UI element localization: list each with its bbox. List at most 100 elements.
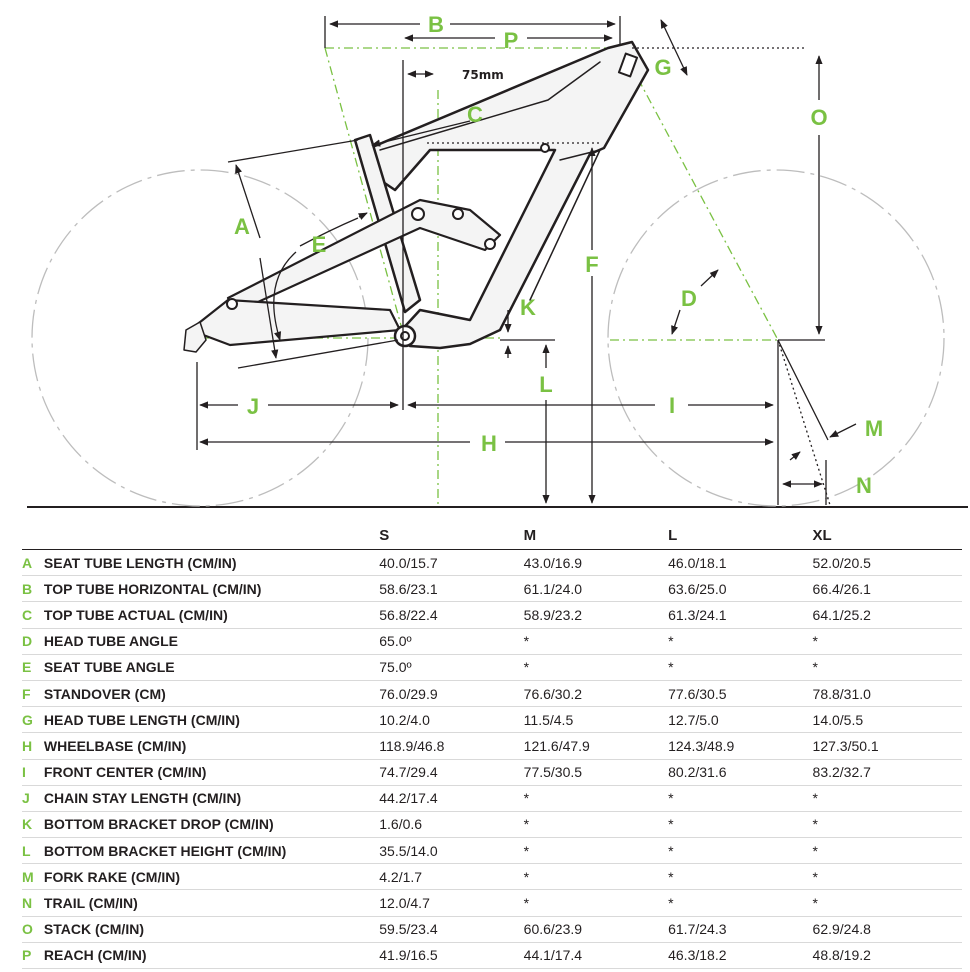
value-size-l: 80.2/31.6 xyxy=(668,759,813,786)
value-size-s: 76.0/29.9 xyxy=(379,680,524,708)
dim-label-o: O xyxy=(810,105,827,130)
value-size-m: 11.5/4.5 xyxy=(523,706,669,734)
value-size-xl: * xyxy=(812,811,962,839)
value-size-xl: * xyxy=(812,785,962,812)
value-size-l: 46.0/18.1 xyxy=(668,548,813,577)
row-measure-name: STANDOVER (CM) xyxy=(43,680,380,708)
value-size-l: * xyxy=(668,811,813,839)
row-letter: O xyxy=(22,916,44,943)
size-header-xl: XL xyxy=(812,527,832,544)
row-measure-name: TOP TUBE HORIZONTAL (CM/IN) xyxy=(43,575,380,603)
value-size-m: 43.0/16.9 xyxy=(523,548,669,577)
row-measure-name: STACK (CM/IN) xyxy=(43,916,380,943)
value-size-xl: * xyxy=(812,863,962,891)
value-size-s: 10.2/4.0 xyxy=(379,706,524,734)
value-size-m: * xyxy=(523,863,669,891)
value-size-m: 60.6/23.9 xyxy=(523,916,669,943)
row-measure-name: BOTTOM BRACKET DROP (CM/IN) xyxy=(43,811,380,839)
row-measure-name: TRAIL (CM/IN) xyxy=(43,889,380,917)
value-size-m: * xyxy=(523,889,669,917)
value-size-xl: 48.8/19.2 xyxy=(812,942,962,970)
size-header-l: L xyxy=(668,527,678,544)
dim-label-f: F xyxy=(585,252,598,277)
dimension-lines xyxy=(196,16,857,506)
value-size-l: * xyxy=(668,785,813,812)
value-size-l: * xyxy=(668,889,813,917)
value-size-l: 46.3/18.2 xyxy=(668,942,813,970)
value-size-s: 4.2/1.7 xyxy=(379,863,524,891)
dim-label-k: K xyxy=(520,295,536,320)
value-size-s: 59.5/23.4 xyxy=(379,916,524,943)
value-size-l: * xyxy=(668,654,813,681)
value-size-l: 63.6/25.0 xyxy=(668,575,813,603)
value-size-l: 12.7/5.0 xyxy=(668,706,813,734)
dim-label-m: M xyxy=(865,416,883,441)
value-size-xl: 62.9/24.8 xyxy=(812,916,962,943)
row-letter: P xyxy=(22,942,44,970)
row-measure-name: HEAD TUBE LENGTH (CM/IN) xyxy=(43,706,380,734)
row-letter: E xyxy=(22,654,44,681)
row-letter: K xyxy=(22,811,44,839)
row-measure-name: TOP TUBE ACTUAL (CM/IN) xyxy=(43,601,380,629)
dim-label-n: N xyxy=(856,473,872,498)
value-size-l: * xyxy=(668,628,813,655)
value-size-s: 12.0/4.7 xyxy=(379,889,524,917)
value-size-xl: * xyxy=(812,837,962,865)
dim-label-a: A xyxy=(234,214,250,239)
row-measure-name: SEAT TUBE ANGLE xyxy=(43,654,380,681)
value-size-m: * xyxy=(523,628,669,655)
dim-label-h: H xyxy=(481,431,497,456)
value-size-m: 121.6/47.9 xyxy=(523,732,669,760)
dim-label-d: D xyxy=(681,286,697,311)
value-size-s: 35.5/14.0 xyxy=(379,837,524,865)
bike-geometry-diagram: A B C D E F G H I J K L M N O P 75mm xyxy=(27,12,968,508)
value-size-m: 76.6/30.2 xyxy=(523,680,669,708)
row-letter: D xyxy=(22,628,44,655)
dim-label-g: G xyxy=(654,55,671,80)
value-size-s: 118.9/46.8 xyxy=(379,732,524,760)
value-size-s: 65.0º xyxy=(379,628,524,655)
value-size-l: * xyxy=(668,863,813,891)
row-letter: B xyxy=(22,575,44,603)
value-size-xl: 14.0/5.5 xyxy=(812,706,962,734)
value-size-xl: * xyxy=(812,628,962,655)
value-size-m: * xyxy=(523,654,669,681)
value-size-xl: * xyxy=(812,889,962,917)
front-wheel-outline xyxy=(607,169,945,507)
value-size-m: * xyxy=(523,811,669,839)
row-letter: A xyxy=(22,548,44,577)
row-measure-name: CHAIN STAY LENGTH (CM/IN) xyxy=(43,785,380,812)
size-header-s: S xyxy=(379,527,390,544)
dim-label-p: P xyxy=(504,28,519,53)
value-size-xl: 83.2/32.7 xyxy=(812,759,962,786)
row-measure-name: HEAD TUBE ANGLE xyxy=(43,628,380,655)
value-size-m: * xyxy=(523,785,669,812)
dim-label-i: I xyxy=(669,393,675,418)
value-size-m: 44.1/17.4 xyxy=(523,942,669,970)
value-size-m: 77.5/30.5 xyxy=(523,759,669,786)
value-size-m: * xyxy=(523,837,669,865)
row-letter: C xyxy=(22,601,44,629)
size-header-m: M xyxy=(523,527,537,544)
dim-label-j: J xyxy=(247,394,259,419)
dim-label-c: C xyxy=(467,102,483,127)
value-size-xl: 66.4/26.1 xyxy=(812,575,962,603)
row-measure-name: WHEELBASE (CM/IN) xyxy=(43,732,380,760)
rear-wheel-outline xyxy=(31,169,369,507)
row-letter: H xyxy=(22,732,44,760)
dim-label-b: B xyxy=(428,12,444,37)
row-measure-name: FRONT CENTER (CM/IN) xyxy=(43,759,380,786)
row-measure-name: REACH (CM/IN) xyxy=(43,942,380,970)
seat-offset-label: 75mm xyxy=(462,68,504,82)
